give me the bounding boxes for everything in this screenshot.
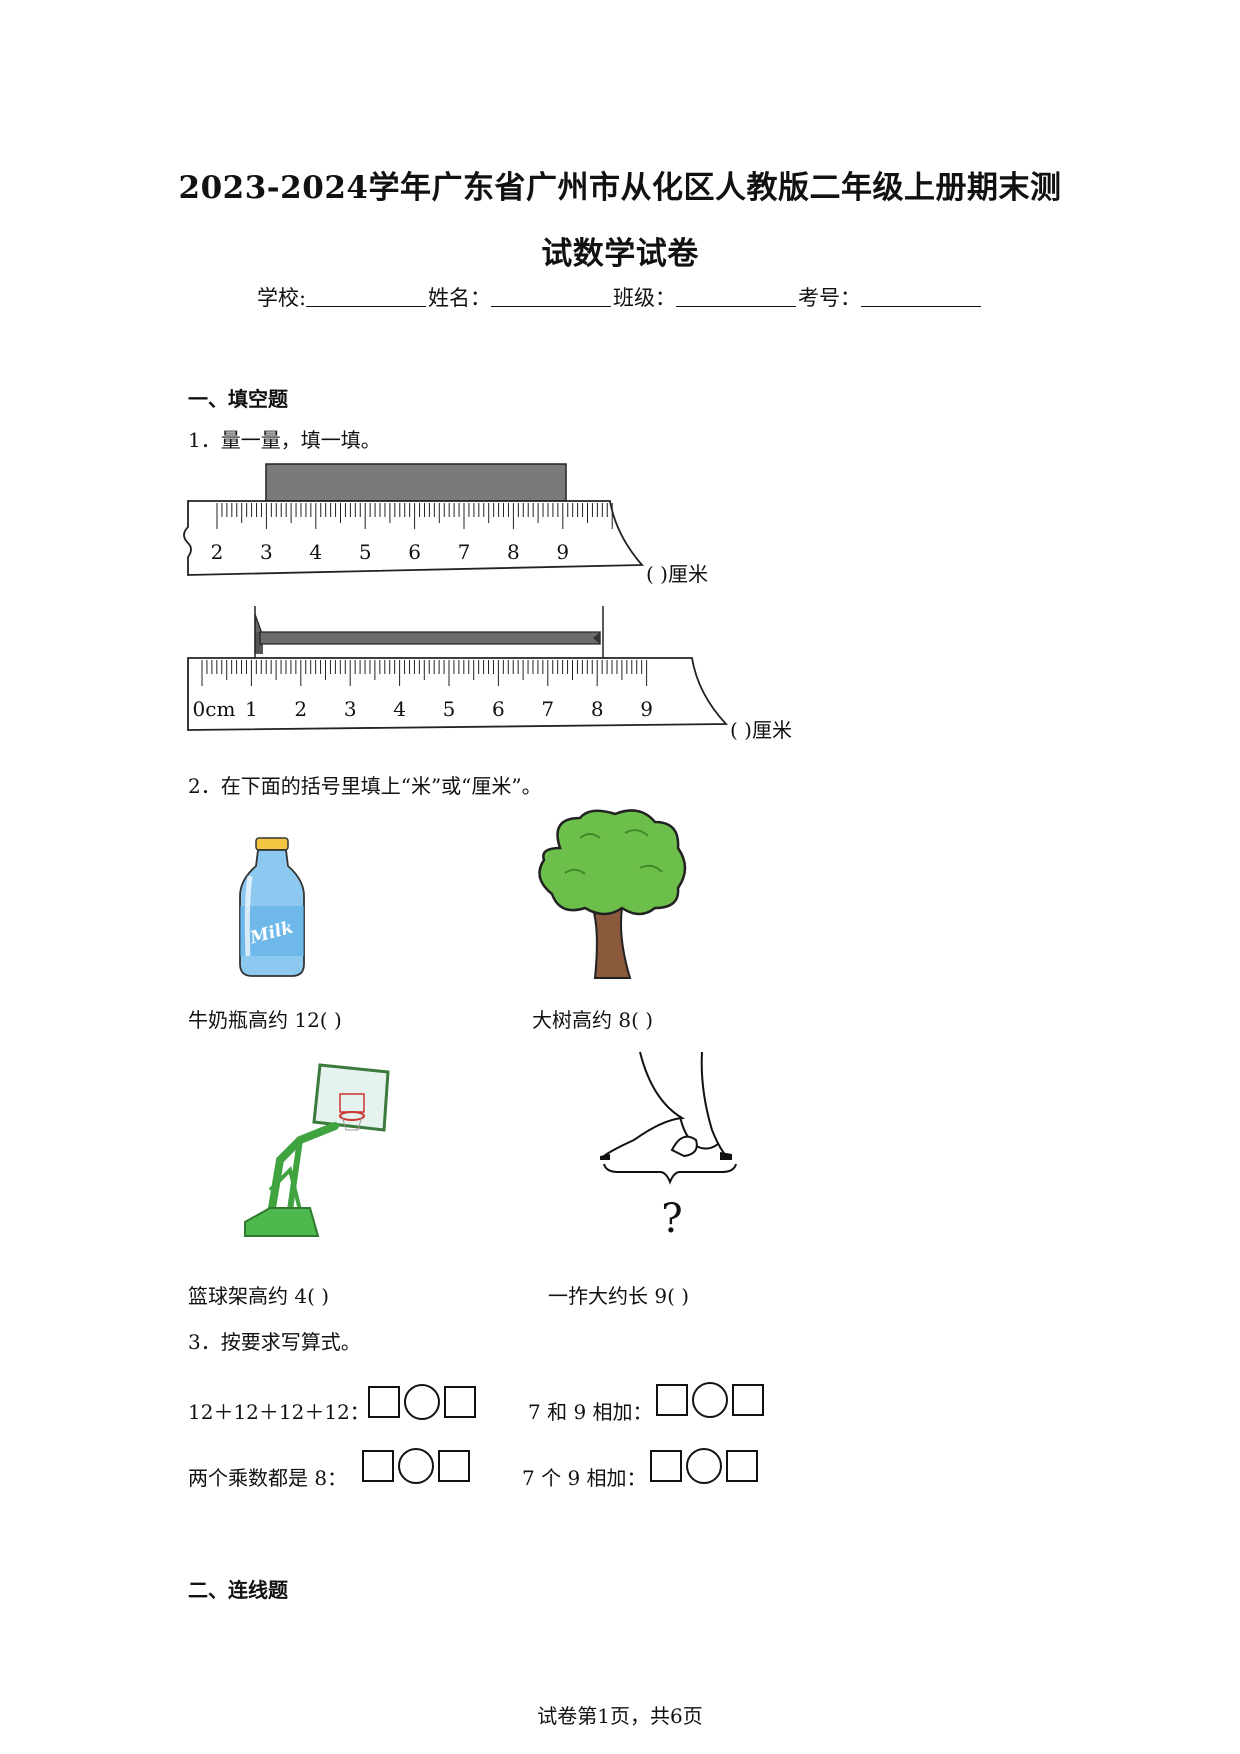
ruler-figure-1: 2 3 4 5 6 7 8 9: [183, 463, 644, 576]
ruler-label: 9: [556, 540, 569, 564]
answer-square[interactable]: [656, 1384, 688, 1416]
student-info-line: 学校: 姓名： 班级： 考号：: [0, 282, 1240, 312]
question-1-text: 1．量一量，填一填。: [188, 428, 381, 452]
operator-circle[interactable]: [692, 1382, 728, 1418]
q3-item-4-label: 7 个 9 相加：: [522, 1466, 647, 1490]
caption-hand-span[interactable]: 一拃大约长 9( ): [548, 1284, 690, 1308]
milk-bottle-illustration: Milk: [239, 837, 305, 977]
ruler-label: 5: [443, 697, 456, 721]
ruler-label: 6: [408, 540, 421, 564]
caption-basketball-hoop[interactable]: 篮球架高约 4( ): [188, 1284, 330, 1308]
ruler-label: 0cm: [193, 697, 236, 721]
nail-head: [255, 632, 263, 654]
q3-item-3-boxes: [362, 1448, 470, 1484]
q3-item-1-label: 12＋12＋12＋12：: [188, 1400, 370, 1424]
page-title-line1: 2023-2024学年广东省广州市从化区人教版二年级上册期末测: [178, 170, 1062, 206]
ruler-body-2: [187, 657, 729, 731]
page-footer: 试卷第1页，共6页: [537, 1704, 703, 1728]
q3-item-1-boxes: [368, 1384, 476, 1420]
q3-item-2-label: 7 和 9 相加：: [528, 1400, 653, 1424]
operator-circle[interactable]: [398, 1448, 434, 1484]
answer-square[interactable]: [732, 1384, 764, 1416]
caption-tree[interactable]: 大树高约 8( ): [532, 1008, 654, 1032]
ruler-label: 5: [359, 540, 372, 564]
name-label: 姓名：: [428, 286, 492, 310]
ruler-label: 8: [507, 540, 520, 564]
nail-body: [259, 631, 601, 645]
ruler-label: 1: [245, 697, 258, 721]
number-label: 考号：: [798, 286, 862, 310]
answer-square[interactable]: [650, 1450, 682, 1482]
tree-illustration: [538, 809, 687, 979]
q3-item-2-boxes: [656, 1382, 764, 1418]
answer-blank-2[interactable]: ( )厘米: [730, 718, 792, 742]
question-2-text: 2．在下面的括号里填上“米”或“厘米”。: [188, 774, 542, 798]
class-label: 班级：: [613, 286, 677, 310]
ruler-labels-1: 2 3 4 5 6 7 8 9: [211, 540, 570, 564]
page-title-line2: 试数学试卷: [541, 236, 699, 272]
question-mark: ?: [661, 1196, 682, 1242]
hand-span-illustration: ?: [600, 1051, 737, 1242]
ruler-body-1: [183, 500, 644, 576]
operator-circle[interactable]: [686, 1448, 722, 1484]
measured-bar: [265, 463, 567, 502]
name-blank[interactable]: [491, 286, 612, 307]
school-blank[interactable]: [306, 286, 427, 307]
answer-square[interactable]: [368, 1386, 400, 1418]
ruler-label: 3: [344, 697, 357, 721]
answer-square[interactable]: [726, 1450, 758, 1482]
nail-tip: [593, 632, 600, 644]
ruler-ticks-2: [201, 660, 648, 686]
basketball-hoop-illustration: [244, 1063, 390, 1237]
ruler-label: 3: [260, 540, 273, 564]
ruler-figure-2: 0cm 1 2 3 4 5 6 7 8 9: [187, 606, 729, 731]
answer-blank-1[interactable]: ( )厘米: [646, 562, 708, 586]
ruler-label: 7: [458, 540, 471, 564]
answer-square[interactable]: [444, 1386, 476, 1418]
ruler-label: 2: [294, 697, 307, 721]
ruler-label: 8: [591, 697, 604, 721]
q3-item-3-label: 两个乘数都是 8：: [188, 1466, 348, 1490]
ruler-label: 4: [393, 697, 406, 721]
caption-milk-bottle[interactable]: 牛奶瓶高约 12( ): [188, 1008, 342, 1032]
number-blank[interactable]: [861, 286, 982, 307]
ruler-label: 7: [541, 697, 554, 721]
ruler-ticks-1: [216, 503, 613, 529]
ruler-label: 9: [640, 697, 653, 721]
section-2-title: 二、连线题: [188, 1578, 288, 1602]
question-3-text: 3．按要求写算式。: [188, 1330, 361, 1354]
ruler-label: 4: [309, 540, 322, 564]
school-label: 学校:: [256, 286, 307, 310]
section-1-title: 一、填空题: [188, 387, 288, 411]
answer-square[interactable]: [362, 1450, 394, 1482]
ruler-label: 2: [211, 540, 224, 564]
q3-item-4-boxes: [650, 1448, 758, 1484]
ruler-labels-2: 0cm 1 2 3 4 5 6 7 8 9: [193, 697, 653, 721]
class-blank[interactable]: [676, 286, 797, 307]
answer-square[interactable]: [438, 1450, 470, 1482]
operator-circle[interactable]: [404, 1384, 440, 1420]
ruler-label: 6: [492, 697, 505, 721]
